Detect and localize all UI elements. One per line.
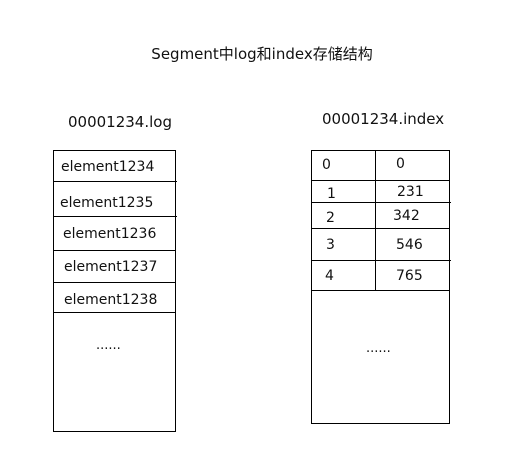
index-offset-key: 1 bbox=[327, 186, 336, 202]
index-row-divider bbox=[311, 202, 451, 203]
index-offset-key: 3 bbox=[326, 237, 335, 253]
log-row-divider bbox=[53, 282, 176, 283]
log-entry: element1238 bbox=[64, 292, 158, 308]
log-row-divider bbox=[53, 181, 177, 182]
index-ellipsis: ...... bbox=[366, 341, 391, 356]
index-row-divider bbox=[311, 180, 450, 181]
log-entry: element1235 bbox=[60, 195, 154, 211]
index-column-divider bbox=[375, 150, 376, 290]
log-entry: element1234 bbox=[61, 159, 155, 175]
index-filename: 00001234.index bbox=[322, 110, 445, 128]
index-position-value: 0 bbox=[396, 156, 405, 172]
log-entry: element1236 bbox=[63, 226, 157, 242]
index-offset-key: 4 bbox=[325, 268, 334, 284]
index-offset-key: 2 bbox=[326, 210, 335, 226]
index-position-value: 546 bbox=[396, 237, 423, 253]
index-position-value: 231 bbox=[397, 184, 424, 200]
index-row-divider bbox=[311, 228, 450, 229]
index-position-value: 765 bbox=[396, 268, 423, 284]
log-entry: element1237 bbox=[64, 259, 158, 275]
index-position-value: 342 bbox=[393, 208, 420, 224]
log-file-box bbox=[53, 150, 176, 432]
log-row-divider bbox=[53, 216, 177, 217]
index-offset-key: 0 bbox=[322, 157, 331, 173]
log-row-divider bbox=[53, 312, 176, 313]
diagram-title: Segment中log和index存储结构 bbox=[151, 45, 373, 63]
log-ellipsis: ...... bbox=[96, 338, 121, 353]
index-file-box bbox=[311, 150, 450, 424]
log-row-divider bbox=[53, 250, 176, 251]
index-row-divider bbox=[311, 260, 451, 261]
log-filename: 00001234.log bbox=[68, 113, 172, 131]
index-row-divider bbox=[311, 290, 450, 291]
